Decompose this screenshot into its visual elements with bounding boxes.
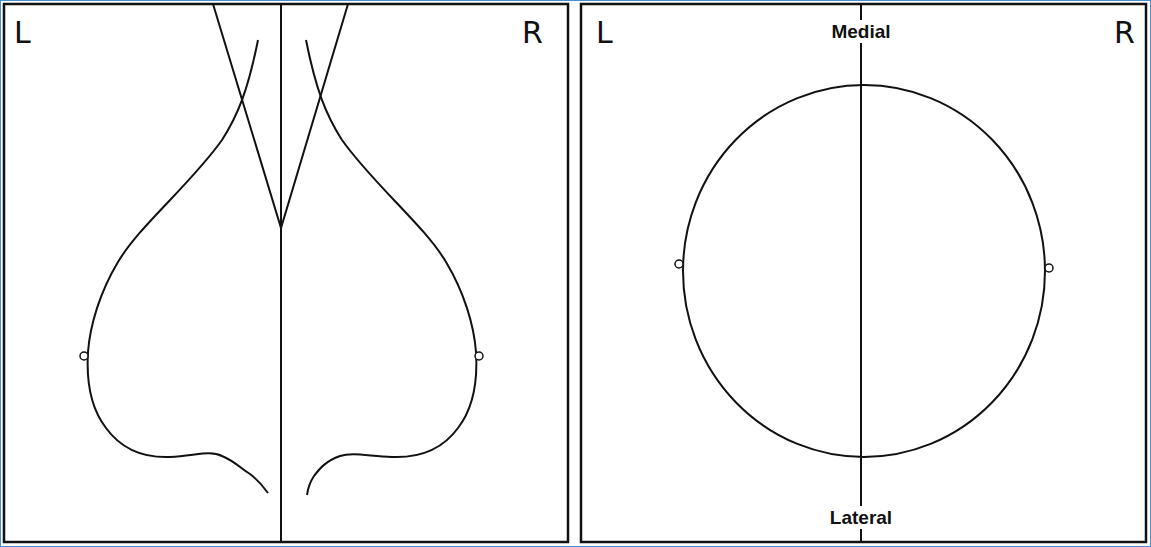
nipple: [80, 352, 88, 360]
side-label: R: [1114, 18, 1135, 48]
side-label: L: [14, 18, 31, 48]
breast-outline: [683, 85, 1045, 457]
panel-frame: [581, 4, 1146, 542]
direction-label: Lateral: [827, 506, 895, 529]
nipple: [675, 260, 683, 268]
direction-label: Medial: [828, 20, 893, 43]
left-breast-outline: [88, 40, 268, 493]
nipple: [475, 352, 483, 360]
side-label: R: [522, 18, 543, 48]
midline: [280, 4, 282, 542]
side-label: L: [596, 18, 613, 48]
panel-frame: [4, 4, 568, 542]
right-breast-outline: [306, 40, 476, 495]
nipple: [1045, 264, 1053, 272]
